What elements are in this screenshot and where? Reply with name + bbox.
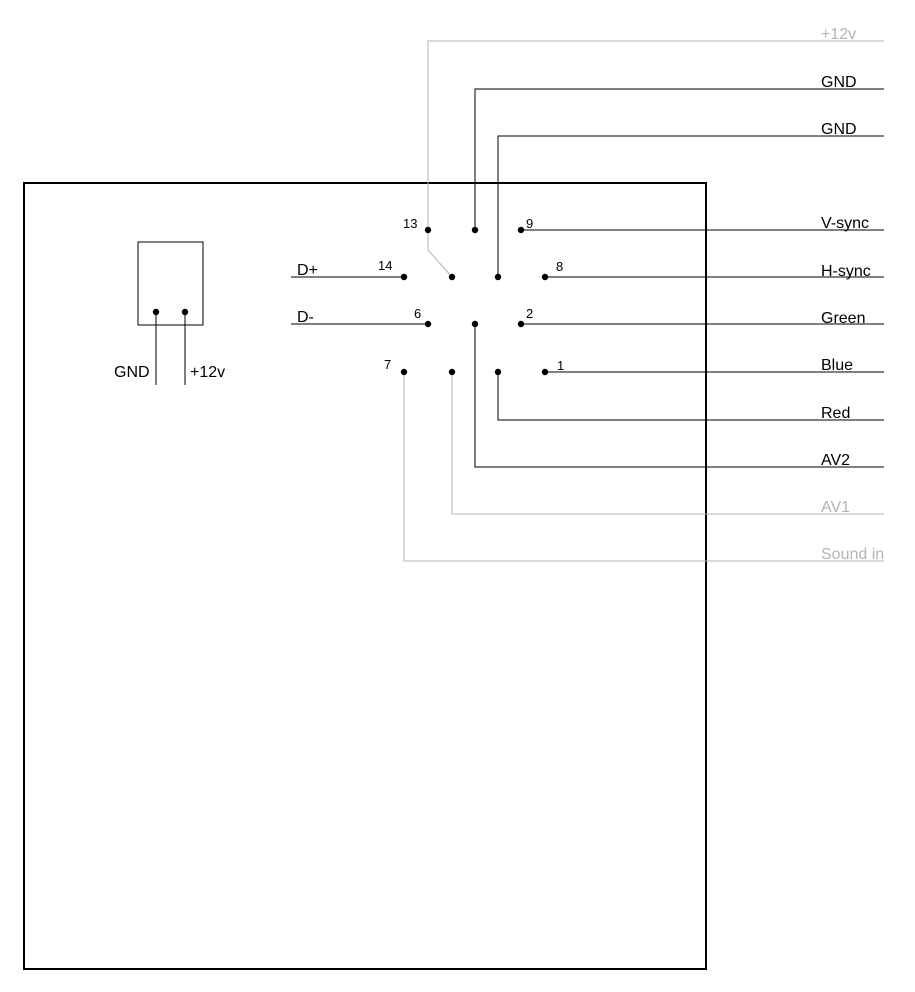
pin-8 <box>541 273 549 281</box>
connector-pins <box>400 226 549 376</box>
wire-av2 <box>474 324 884 468</box>
wire-red <box>497 372 884 421</box>
wire-sound-in <box>403 372 884 562</box>
signal-label-sound-in: Sound in <box>821 546 884 563</box>
pin-number-2: 2 <box>526 306 533 321</box>
signal-label-av1: AV1 <box>821 499 850 516</box>
pin-number-14: 14 <box>378 258 392 273</box>
v12-power-pin <box>181 308 189 316</box>
wires <box>291 40 884 562</box>
wire-gnd-1 <box>474 88 884 230</box>
signal-label-12v: +12v <box>821 26 856 43</box>
wire-av1 <box>451 372 884 515</box>
dplus-label: D+ <box>297 262 318 279</box>
pin-1 <box>541 368 549 376</box>
pin-12v-a <box>448 273 456 281</box>
pin-2 <box>517 320 525 328</box>
pin-number-6: 6 <box>414 306 421 321</box>
signal-label-blue: Blue <box>821 357 853 374</box>
pin-numbers: 13 14 9 8 6 2 7 1 <box>378 216 564 373</box>
signal-label-red: Red <box>821 405 850 422</box>
signal-labels: +12v GND GND V-sync H-sync Green Blue Re… <box>821 26 884 563</box>
pin-13 <box>424 226 432 234</box>
wire-12v <box>427 40 884 278</box>
pin-6 <box>424 320 432 328</box>
pin-gnd-a <box>471 226 479 234</box>
pin-9 <box>517 226 525 234</box>
signal-label-hsync: H-sync <box>821 263 871 280</box>
pin-av1 <box>448 368 456 376</box>
pin-gnd-b <box>494 273 502 281</box>
pin-number-13: 13 <box>403 216 417 231</box>
signal-label-vsync: V-sync <box>821 215 869 232</box>
pin-av2 <box>471 320 479 328</box>
dminus-label: D- <box>297 309 314 326</box>
signal-label-gnd-1: GND <box>821 74 857 91</box>
wire-gnd-2 <box>497 135 884 277</box>
device-enclosure <box>23 182 707 970</box>
gnd-power-label: GND <box>114 364 150 381</box>
pin-14 <box>400 273 408 281</box>
pin-number-7: 7 <box>384 357 391 372</box>
pin-7 <box>400 368 408 376</box>
gnd-power-pin <box>152 308 160 316</box>
pin-red <box>494 368 502 376</box>
power-connector-body <box>137 241 204 326</box>
signal-label-gnd-2: GND <box>821 121 857 138</box>
v12-power-label: +12v <box>190 364 225 381</box>
signal-label-green: Green <box>821 310 865 327</box>
pin-number-8: 8 <box>556 259 563 274</box>
power-connector: GND +12v <box>114 241 225 385</box>
pin-number-1: 1 <box>557 358 564 373</box>
pin-number-9: 9 <box>526 216 533 231</box>
signal-label-av2: AV2 <box>821 452 850 469</box>
